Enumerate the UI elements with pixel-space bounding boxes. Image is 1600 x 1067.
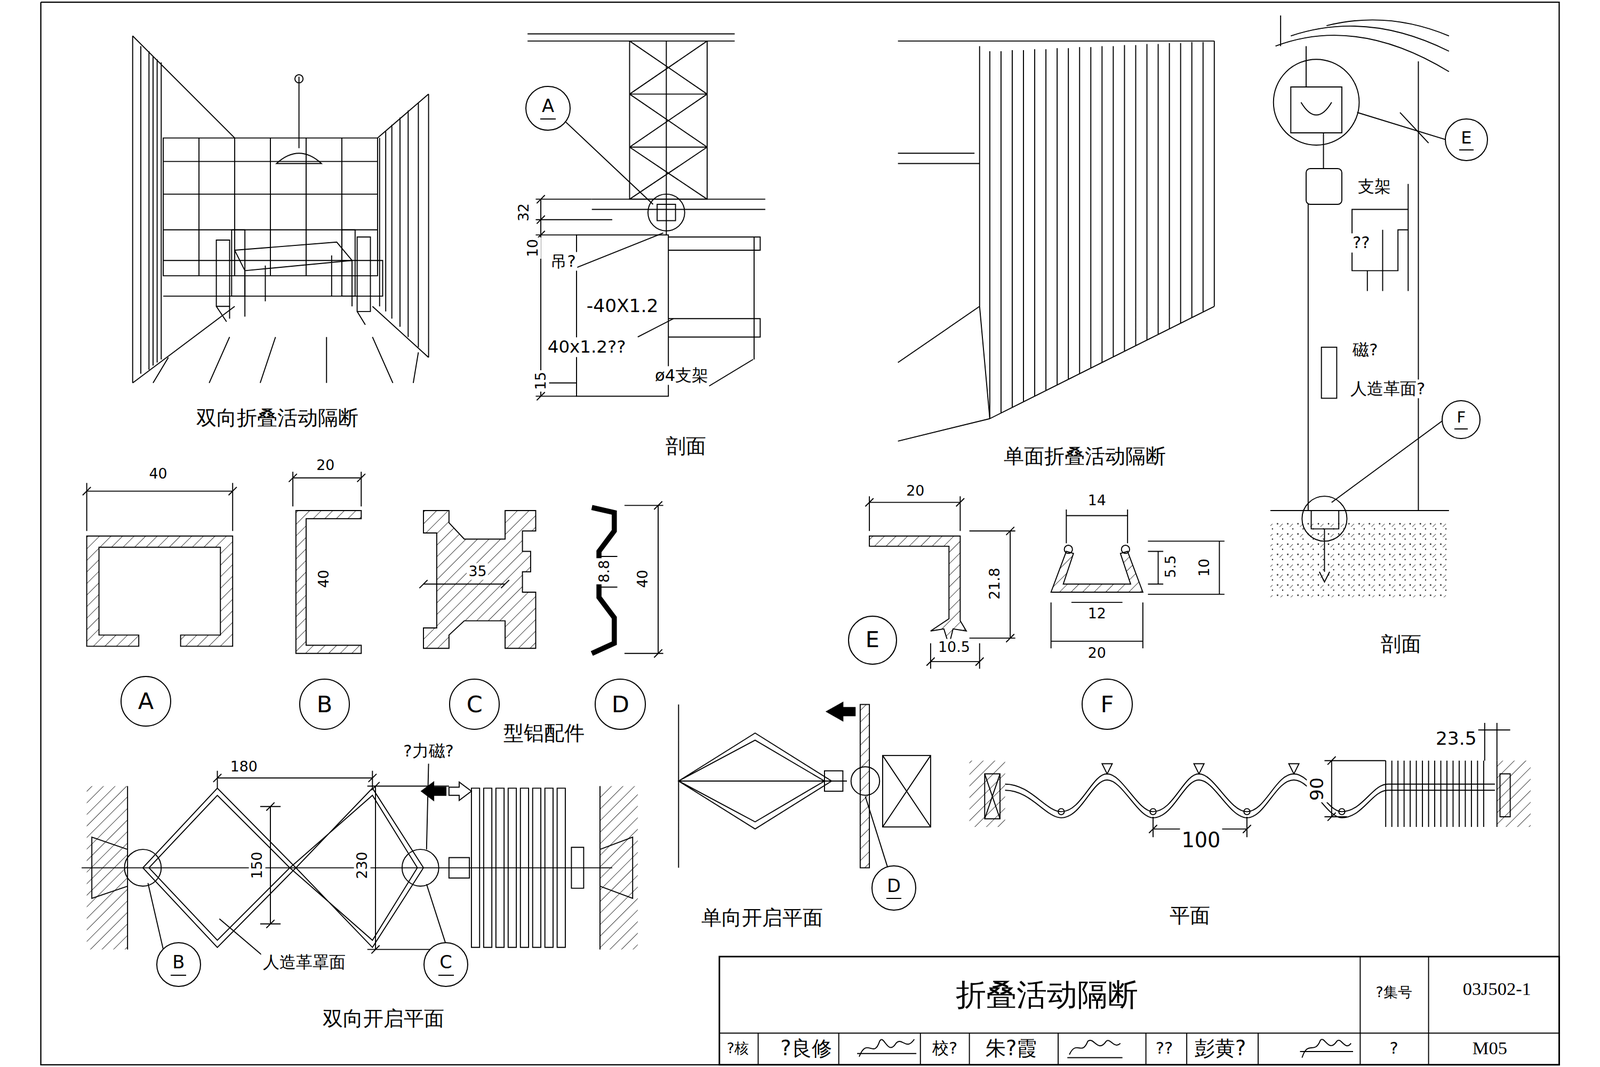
dimension-text: 21.8 xyxy=(986,566,1004,602)
callout-letter: B xyxy=(172,953,185,972)
index-underline xyxy=(1454,428,1468,430)
annotation-label: ?集号 xyxy=(1373,983,1414,1000)
annotation-label: 40 xyxy=(147,465,170,482)
callout-letter: F xyxy=(1456,409,1466,426)
detail-index-circle: A xyxy=(120,675,172,727)
annotation-label: ?良修 xyxy=(778,1036,834,1060)
annotation-label: 100 xyxy=(1179,828,1222,852)
detail-index-circle: F xyxy=(1441,400,1481,439)
annotation-label: 剖面 xyxy=(664,434,708,458)
callout-letter: D xyxy=(611,692,630,716)
annotation-label: 人造革罩面 xyxy=(261,953,348,972)
detail-index-circle: E xyxy=(1444,118,1488,162)
index-underline xyxy=(540,118,556,120)
dimension-text: 230 xyxy=(354,850,371,881)
annotation-label: 吊? xyxy=(548,251,578,271)
annotation-label: 双向开启平面 xyxy=(321,1006,446,1030)
annotation-label: 14 xyxy=(1086,491,1108,509)
annotation-label: 180 xyxy=(228,757,260,775)
detail-index-circle: F xyxy=(1081,678,1133,730)
index-underline xyxy=(886,897,902,899)
callout-letter: E xyxy=(865,628,880,651)
detail-index-circle: C xyxy=(423,941,469,987)
callout-letter: B xyxy=(316,692,333,716)
dimension-text: 8.8 xyxy=(595,558,613,585)
annotation-label: 人造革面? xyxy=(1348,379,1427,398)
annotation-label: ? xyxy=(1387,1038,1400,1058)
index-underline xyxy=(438,974,454,976)
annotation-label: ?力磁? xyxy=(401,741,456,761)
callout-letter: E xyxy=(1460,129,1472,147)
index-underline xyxy=(170,974,187,976)
annotation-label: 20 xyxy=(904,482,926,500)
annotation-label: 彭黄? xyxy=(1193,1036,1248,1060)
index-underline xyxy=(1459,149,1474,151)
dimension-text: 40 xyxy=(634,568,652,590)
annotation-label: 双向折叠活动隔断 xyxy=(194,405,360,430)
dimension-text: 150 xyxy=(249,850,266,881)
annotation-label: 朱?霞 xyxy=(984,1036,1039,1060)
annotation-label: ?? xyxy=(1154,1038,1175,1058)
detail-index-circle: C xyxy=(449,678,501,730)
annotation-label: 校? xyxy=(930,1038,959,1058)
callout-letter: C xyxy=(466,692,483,716)
annotation-label: 支架 xyxy=(1356,177,1393,197)
dimension-text: 40 xyxy=(315,568,332,590)
annotation-label: 单向开启平面 xyxy=(699,905,825,930)
annotation-label: 剖面 xyxy=(1379,632,1423,656)
dimension-text: 32 xyxy=(515,201,532,223)
annotation-label: 03J502-1 xyxy=(1461,978,1533,1000)
callout-letter: D xyxy=(886,876,901,895)
detail-index-circle: B xyxy=(156,941,202,987)
dimension-text: 10 xyxy=(1195,556,1213,579)
annotation-label: 平面 xyxy=(1168,903,1212,927)
annotation-label: 12 xyxy=(1086,604,1108,622)
sheet-title: 折叠活动隔断 xyxy=(954,977,1140,1013)
annotation-label: 40x1.2?? xyxy=(546,337,628,357)
annotation-label: 35 xyxy=(466,563,488,580)
callout-letter: A xyxy=(138,689,154,713)
annotation-label: M05 xyxy=(1470,1037,1509,1059)
callout-letter: A xyxy=(541,97,555,116)
annotation-label: 23.5 xyxy=(1434,728,1479,750)
dimension-text: 10 xyxy=(524,237,541,259)
callout-letter: C xyxy=(439,953,453,972)
annotation-label: 单面折叠活动隔断 xyxy=(1002,444,1168,468)
annotation-label: 磁? xyxy=(1350,340,1380,360)
annotation-label: 20 xyxy=(1086,644,1108,662)
annotation-label: ø4支架 xyxy=(653,365,710,385)
detail-index-circle: B xyxy=(299,678,351,730)
annotation-label: 10.5 xyxy=(936,638,972,656)
detail-index-circle: D xyxy=(871,865,917,910)
detail-index-circle: E xyxy=(848,615,898,665)
dimension-text: 5.5 xyxy=(1162,553,1179,580)
callout-letter: F xyxy=(1100,692,1114,716)
dimension-text: 90 xyxy=(1306,775,1328,803)
annotation-label: 型铝配件 xyxy=(501,721,587,745)
annotation-label: 20 xyxy=(314,457,336,474)
dimension-text: 15 xyxy=(532,370,550,392)
detail-index-circle: D xyxy=(594,678,646,730)
annotation-label: ?? xyxy=(1350,233,1372,253)
annotation-label: ?核 xyxy=(725,1040,751,1057)
annotation-label: -40X1.2 xyxy=(585,295,661,317)
detail-index-circle: A xyxy=(525,85,571,131)
